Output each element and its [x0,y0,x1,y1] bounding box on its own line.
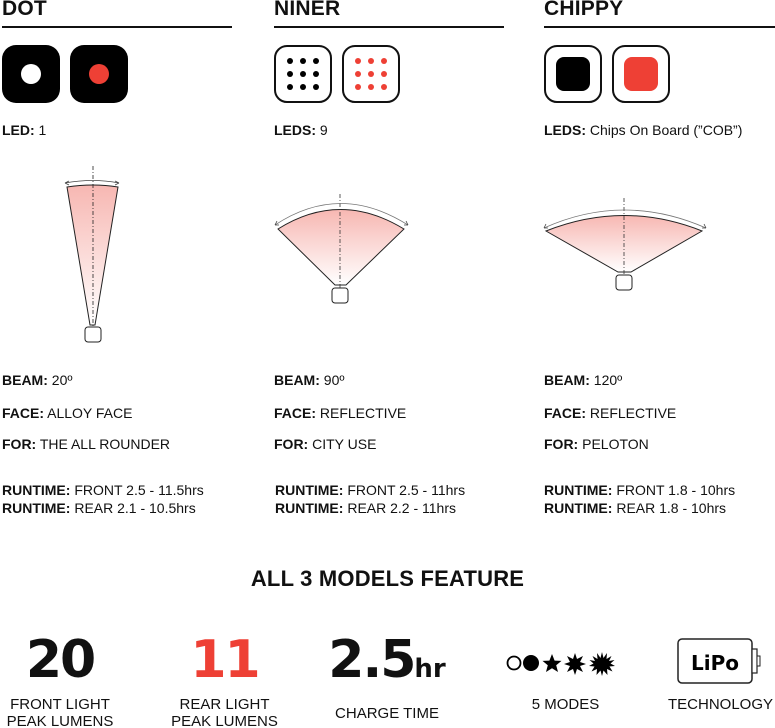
feature-charge-time: 2.5hr CHARGE TIME [322,630,452,722]
title-divider [274,26,504,28]
battery-icon: LiPo [677,638,761,684]
use-case: FOR: THE ALL ROUNDER [2,436,171,452]
runtime-rear: RUNTIME: REAR 2.2 - 11hrs [275,500,456,516]
rear-lumens-value: 11 [190,630,260,690]
runtime-front: RUNTIME: FRONT 2.5 - 11hrs [275,482,466,498]
rear-lumens-caption-2: PEAK LUMENS [171,713,278,728]
model-title: DOT [2,0,47,20]
runtime-front: RUNTIME: FRONT 1.8 - 10hrs [544,482,736,498]
front-lumens-value: 20 [25,630,96,690]
runtime-rear: RUNTIME: REAR 2.1 - 10.5hrs [2,500,196,516]
cob-red-icon [612,45,670,103]
use-case: FOR: PELOTON [544,436,649,452]
model-title: CHIPPY [544,0,624,20]
led-single-white-icon [2,45,60,103]
front-lumens-caption-1: FRONT LIGHT [10,696,110,713]
modes-icons [506,652,615,676]
led-icons [274,45,400,103]
led-grid-red-icon [342,45,400,103]
led-count: LED: 1 [2,122,47,138]
beam-angle: BEAM: 120º [544,372,623,388]
feature-lipo: LiPo TECHNOLOGY [662,630,775,713]
feature-front-lumens: 20 FRONT LIGHT PEAK LUMENS [0,630,120,728]
lipo-caption: TECHNOLOGY [667,696,773,713]
beam-angle: BEAM: 90º [274,372,345,388]
runtime-front: RUNTIME: FRONT 2.5 - 11.5hrs [2,482,204,498]
feature-rear-lumens: 11 REAR LIGHT PEAK LUMENS [162,630,287,728]
rear-lumens-caption-1: REAR LIGHT [179,696,270,713]
beam-120-diagram-icon [543,198,707,291]
cob-black-icon [544,45,602,103]
circle-outline-icon [506,655,522,671]
beam-20-diagram-icon [64,166,120,343]
title-divider [544,26,775,28]
face-type: FACE: REFLECTIVE [274,405,407,421]
led-count: LEDS: Chips On Board (”COB”) [544,122,743,138]
features-heading: ALL 3 MODELS FEATURE [250,566,525,591]
burst-16-icon [589,652,615,676]
led-grid-black-icon [274,45,332,103]
title-divider [2,26,232,28]
face-type: FACE: REFLECTIVE [544,405,677,421]
circle-filled-icon [523,655,539,671]
led-icons [544,45,670,103]
use-case: FOR: CITY USE [274,436,377,452]
runtime-rear: RUNTIME: REAR 1.8 - 10hrs [544,500,727,516]
modes-caption: 5 MODES [531,696,600,713]
front-lumens-caption-2: PEAK LUMENS [6,713,114,728]
face-type: FACE: ALLOY FACE [2,405,133,421]
model-title: NINER [274,0,341,20]
charge-time-value: 2.5hr [328,630,446,690]
led-count: LEDS: 9 [274,122,328,138]
burst-8-icon [564,653,586,675]
feature-modes: 5 MODES [498,630,633,713]
star-icon [542,654,562,672]
beam-90-diagram-icon [274,194,409,304]
charge-time-caption: CHARGE TIME [335,705,439,722]
beam-angle: BEAM: 20º [2,372,73,388]
lipo-label: LiPo [691,651,739,675]
led-single-red-icon [70,45,128,103]
led-icons [2,45,128,103]
